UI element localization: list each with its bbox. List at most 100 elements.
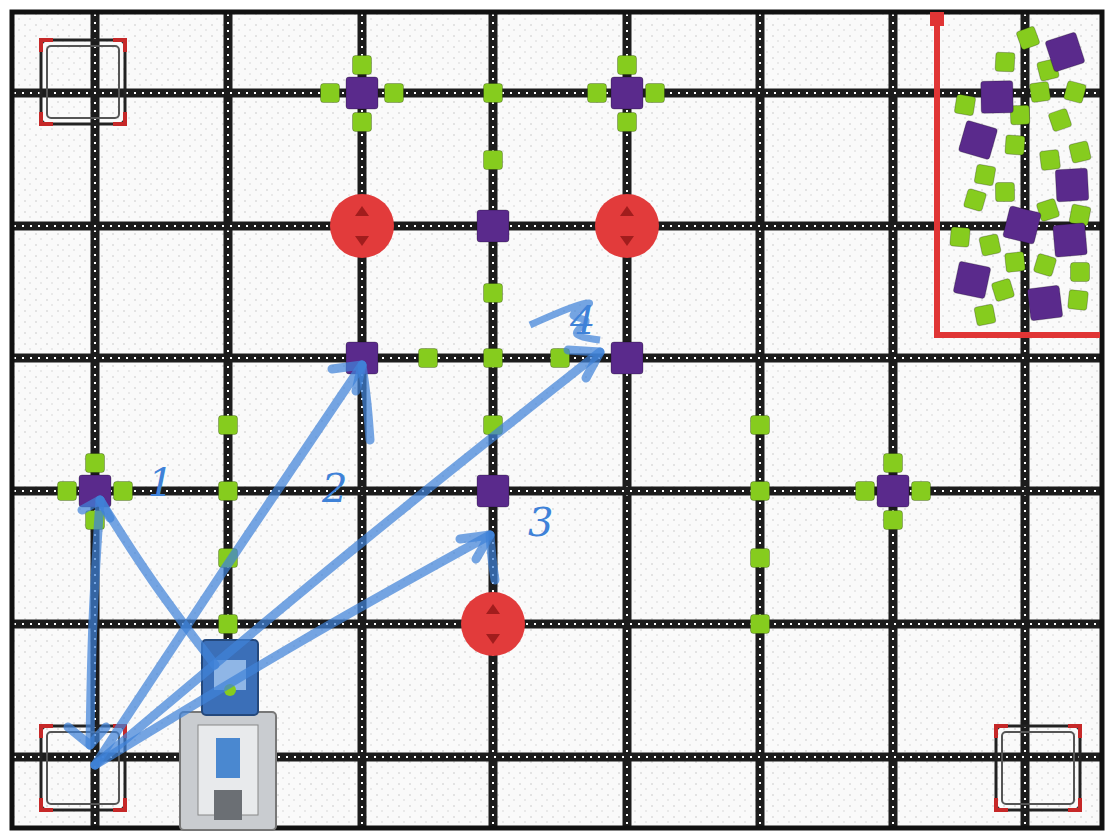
purple-cube (958, 120, 998, 160)
grid-texture (14, 623, 1100, 625)
green-cube (912, 482, 931, 501)
green-cube (219, 482, 238, 501)
green-cube (86, 454, 105, 473)
route-stroke (100, 500, 215, 665)
route-stroke (90, 500, 100, 745)
green-cube (751, 482, 770, 501)
green-cube (1048, 108, 1072, 132)
red-ball (595, 194, 659, 258)
green-cube (1071, 263, 1090, 282)
green-cube (114, 482, 133, 501)
purple-cube (1053, 223, 1088, 258)
green-cube (484, 84, 503, 103)
grid-texture (626, 14, 628, 826)
green-cube (219, 416, 238, 435)
purple-cube (877, 475, 909, 507)
grid-texture (14, 490, 1100, 492)
green-cube (1005, 135, 1025, 155)
arrow-head (568, 350, 600, 378)
purple-cube (611, 77, 643, 109)
green-cube (991, 278, 1015, 302)
purple-cube (953, 261, 991, 299)
grid-lines (14, 14, 1100, 826)
grid-line (623, 14, 632, 826)
green-cube (353, 56, 372, 75)
green-cube (751, 549, 770, 568)
purple-cube (611, 342, 643, 374)
grid-line (14, 487, 1100, 496)
grid-line (889, 14, 898, 826)
green-cube (1039, 149, 1060, 170)
green-cube (751, 615, 770, 634)
path-arrows (68, 303, 600, 765)
goal-square (41, 40, 125, 124)
purple-cube (1045, 32, 1085, 72)
purple-cube (1055, 168, 1089, 202)
green-cube (1068, 290, 1089, 311)
green-cube (995, 52, 1015, 72)
grid-texture (892, 14, 894, 826)
green-cube (219, 615, 238, 634)
grid-texture (1024, 14, 1026, 826)
purple-cube (346, 77, 378, 109)
grid-texture (361, 14, 363, 826)
grid-line (14, 753, 1100, 762)
green-cube (618, 113, 637, 132)
green-cube (321, 84, 340, 103)
arrow-head (82, 500, 110, 518)
grid-texture (14, 756, 1100, 758)
purple-cube (1027, 285, 1063, 321)
route-stroke (95, 535, 490, 765)
green-cube (1029, 81, 1050, 102)
green-cube (1033, 253, 1057, 277)
red-ball (461, 592, 525, 656)
field-ground (14, 14, 1100, 826)
green-cube (58, 482, 77, 501)
green-cube (618, 56, 637, 75)
purple-cube (477, 475, 509, 507)
route-stroke (95, 352, 600, 765)
green-cube (484, 151, 503, 170)
green-cube (954, 94, 976, 116)
green-cube (856, 482, 875, 501)
field-border (12, 12, 1102, 828)
green-cube (963, 188, 987, 212)
purple-cube (1003, 206, 1042, 245)
route-stroke (95, 365, 362, 765)
green-cube (484, 284, 503, 303)
arrow-head (68, 727, 106, 745)
arrow-head (332, 365, 362, 391)
green-cube (588, 84, 607, 103)
green-cube (419, 349, 438, 368)
green-cube (979, 234, 1002, 257)
green-cube (1005, 252, 1026, 273)
green-cube (974, 164, 996, 186)
green-cube (751, 416, 770, 435)
green-cube (1016, 26, 1040, 50)
green-cube (884, 454, 903, 473)
callout-number: 1 (148, 462, 173, 502)
purple-cube (981, 81, 1014, 114)
green-cube (484, 349, 503, 368)
green-cube (385, 84, 404, 103)
green-cube (884, 511, 903, 530)
callout-number: 4 (570, 300, 595, 340)
callout-number: 2 (322, 468, 347, 508)
green-cube (974, 304, 996, 326)
green-cube (1069, 141, 1092, 164)
purple-cube (477, 210, 509, 242)
barrier-line (937, 14, 1100, 335)
green-cube (995, 182, 1014, 201)
callout-number: 3 (528, 502, 553, 542)
barrier-end (930, 12, 944, 26)
green-cube (1063, 80, 1086, 103)
arrow-head (460, 535, 490, 559)
goal-square (996, 726, 1080, 810)
red-ball (330, 194, 394, 258)
grid-line (91, 14, 100, 826)
green-cube (950, 227, 971, 248)
green-cube (646, 84, 665, 103)
